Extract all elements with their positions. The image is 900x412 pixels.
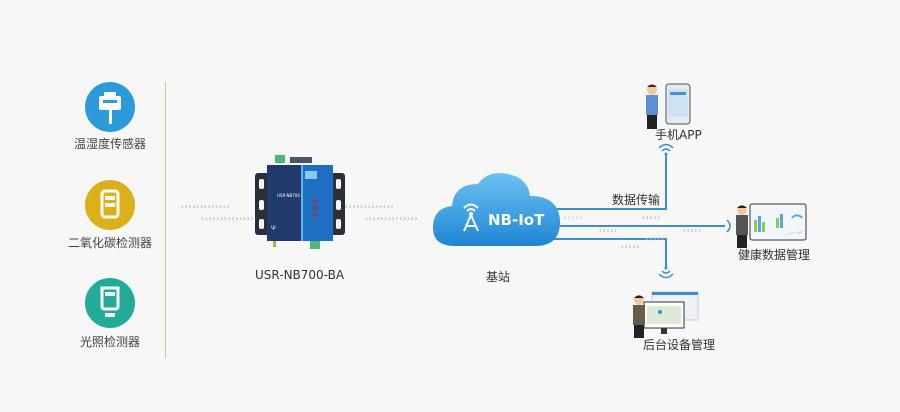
weather-station-icon xyxy=(85,82,135,132)
data-transfer-label: 数据传输 xyxy=(612,193,661,207)
chevrons-left: ‹‹‹‹‹‹‹‹‹‹‹‹‹ xyxy=(180,202,231,211)
svg-text:USR-NB700: USR-NB700 xyxy=(277,193,300,198)
phone-app-icon xyxy=(646,83,691,129)
endpoint-label: 手机APP xyxy=(655,128,702,142)
dashboard-monitor-icon xyxy=(736,203,807,248)
link-line-top xyxy=(540,208,667,210)
base-station-label: 基站 xyxy=(486,270,511,284)
chevrons-short: ‹‹‹‹‹ xyxy=(645,234,665,243)
wifi-signal-icon xyxy=(658,266,674,279)
chevrons-short: ‹‹‹‹‹ xyxy=(620,242,640,251)
endpoint-label: 健康数据管理 xyxy=(738,248,811,262)
link-line-bottom xyxy=(540,238,667,240)
backend-monitor-icon xyxy=(633,291,699,338)
chevrons-short: ‹‹‹‹‹ xyxy=(641,213,661,222)
chevrons-short: ‹‹‹‹‹ xyxy=(598,226,618,235)
chevrons-short: ‹‹‹‹‹ xyxy=(682,226,702,235)
chevrons-right: ›››››››››››››› xyxy=(200,214,254,223)
link-line-middle xyxy=(540,225,725,227)
light-meter-icon xyxy=(85,278,135,328)
wifi-signal-icon xyxy=(658,143,674,156)
endpoint-backend-management: 后台设备管理 xyxy=(630,290,730,360)
chevrons-short: ‹‹‹‹‹ xyxy=(563,213,583,222)
endpoint-label: 后台设备管理 xyxy=(643,338,716,352)
endpoint-health-dashboard: 健康数据管理 xyxy=(730,200,820,270)
svg-text:Ψ: Ψ xyxy=(271,225,276,232)
divider-line xyxy=(165,82,166,358)
link-line-bottom-vertical xyxy=(665,238,667,268)
sensor-label: 温湿度传感器 xyxy=(73,137,146,151)
chevrons-right: ›››››››››››››› xyxy=(364,214,418,223)
co2-detector-icon xyxy=(85,180,135,230)
dtu-device: USR-NB700 Ψ xyxy=(255,155,345,250)
antenna-tower-icon xyxy=(463,203,479,232)
sensor-label: 二氧化碳检测器 xyxy=(67,236,152,250)
dtu-device-icon: USR-NB700 Ψ xyxy=(255,155,345,249)
nbiot-cloud: NB-IoT xyxy=(430,168,565,253)
endpoint-phone-app: 手机APP xyxy=(640,80,702,142)
device-model-label: USR-NB700-BA xyxy=(255,268,345,282)
chevrons-left: ‹‹‹‹‹‹‹‹‹‹‹‹‹ xyxy=(344,202,395,211)
cloud-label: NB-IoT xyxy=(488,211,545,229)
wifi-signal-icon xyxy=(726,219,731,233)
sensor-label: 光照检测器 xyxy=(79,335,140,349)
link-line-top-vertical xyxy=(665,155,667,210)
